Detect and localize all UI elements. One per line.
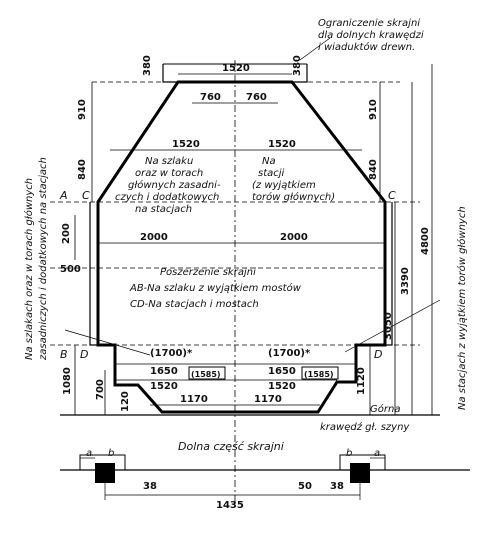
- dim-mid-right: 1520: [268, 139, 296, 150]
- leader-left-note: [64, 329, 151, 356]
- center-note-line3: CD-Na stacjach i mostach: [130, 299, 259, 310]
- box-1585-left: [188, 366, 226, 380]
- left-region-line1: Na szlaku: [145, 156, 193, 167]
- dim-50: 50: [298, 481, 312, 492]
- bottom-limit-left: [79, 454, 126, 470]
- center-note-line1: Poszerzenie skrajni: [160, 267, 256, 278]
- dim-910-right: 910: [368, 99, 379, 120]
- dim-1650-left: 1650: [150, 366, 178, 377]
- bottom-limit-right: [339, 454, 386, 470]
- label-a-left: a: [86, 448, 92, 459]
- letter-d-bottom-right: D: [374, 348, 382, 361]
- dim-910-left: 910: [77, 99, 88, 120]
- dim-1080: 1080: [62, 367, 73, 395]
- right-vertical-note: Na stacjach z wyjątkiem torów głównych: [456, 206, 468, 410]
- dim-paren-right: (1700)*: [268, 348, 311, 359]
- left-region-line4: czych i dodatkowych: [115, 192, 219, 203]
- dim-38-right: 38: [330, 481, 344, 492]
- left-region-line3: głównych zasadni-: [128, 179, 221, 191]
- label-b-left: b: [108, 448, 114, 459]
- dim-120: 120: [120, 391, 131, 412]
- dim-4800: 4800: [420, 227, 431, 255]
- dim-paren-left: (1700)*: [150, 348, 193, 359]
- dim-500: 500: [60, 264, 81, 275]
- center-note-line2: AB-Na szlaku z wyjątkiem mostów: [129, 282, 302, 294]
- dim-1120: 1120: [356, 367, 367, 395]
- dim-half-left: 2000: [140, 232, 168, 243]
- dim-box-right: (1585): [304, 370, 334, 379]
- top-notch-left: [162, 64, 178, 83]
- dim-gauge: 1435: [216, 500, 244, 511]
- leader-top-note: [299, 37, 331, 61]
- dim-840-right: 840: [368, 159, 379, 180]
- letter-c-top-right: C: [388, 189, 396, 202]
- letter-b-bottom: B: [60, 348, 68, 361]
- rail-label-line1: Górna: [370, 403, 400, 415]
- left-region-line2: oraz w torach: [135, 168, 203, 179]
- dim-3050: 3050: [383, 312, 394, 340]
- right-region-line1: Na: [262, 156, 276, 167]
- dim-38-left: 38: [143, 481, 157, 492]
- dim-1170-left: 1170: [180, 394, 208, 405]
- leader-right-note: [344, 299, 441, 353]
- dim-1520-low-right: 1520: [268, 381, 296, 392]
- right-region-line4: torów głównych): [252, 191, 335, 203]
- letter-a-top: A: [59, 189, 68, 202]
- dim-840-left: 840: [77, 159, 88, 180]
- dim-1650-right: 1650: [268, 366, 296, 377]
- top-note-line3: i wiaduktów drewn.: [318, 41, 415, 53]
- rail-left: [95, 463, 115, 483]
- left-vertical-note-line1: Na szlakach oraz w torach głównych: [23, 178, 35, 360]
- bottom-caption: Dolna część skrajni: [178, 440, 284, 453]
- label-a-right: a: [374, 448, 380, 459]
- gauge-outline: [96, 80, 387, 414]
- dim-1170-right: 1170: [254, 394, 282, 405]
- right-region-line2: stacji: [258, 168, 285, 179]
- dim-box-left: (1585): [191, 370, 221, 379]
- dim-top-height-right: 380: [292, 55, 303, 76]
- top-note-line1: Ograniczenie skrajni: [318, 18, 420, 29]
- left-vertical-note-line2: zasadniczych i dodatkowych na stacjach: [38, 157, 49, 361]
- rail-label-line2: krawędź gł. szyny: [320, 421, 410, 433]
- dim-mid-left: 1520: [172, 139, 200, 150]
- dim-inner-left: 760: [200, 92, 221, 103]
- letter-c-top-left: C: [82, 189, 90, 202]
- rail-right: [350, 463, 370, 483]
- right-region-line3: (z wyjątkiem: [252, 180, 316, 191]
- dim-top-width: 1520: [222, 63, 250, 74]
- dim-200: 200: [61, 223, 72, 244]
- dim-3390: 3390: [400, 267, 411, 295]
- letter-d-bottom-left: D: [80, 348, 88, 361]
- box-1585-right: [301, 366, 339, 380]
- dim-half-right: 2000: [280, 232, 308, 243]
- top-note-line2: dla dolnych krawędzi: [318, 30, 424, 41]
- dim-1520-low-left: 1520: [150, 381, 178, 392]
- left-region-line5: na stacjach: [135, 204, 192, 215]
- dim-top-height-left: 380: [142, 55, 153, 76]
- dim-700: 700: [95, 379, 106, 400]
- dim-inner-right: 760: [246, 92, 267, 103]
- label-b-right: b: [346, 448, 352, 459]
